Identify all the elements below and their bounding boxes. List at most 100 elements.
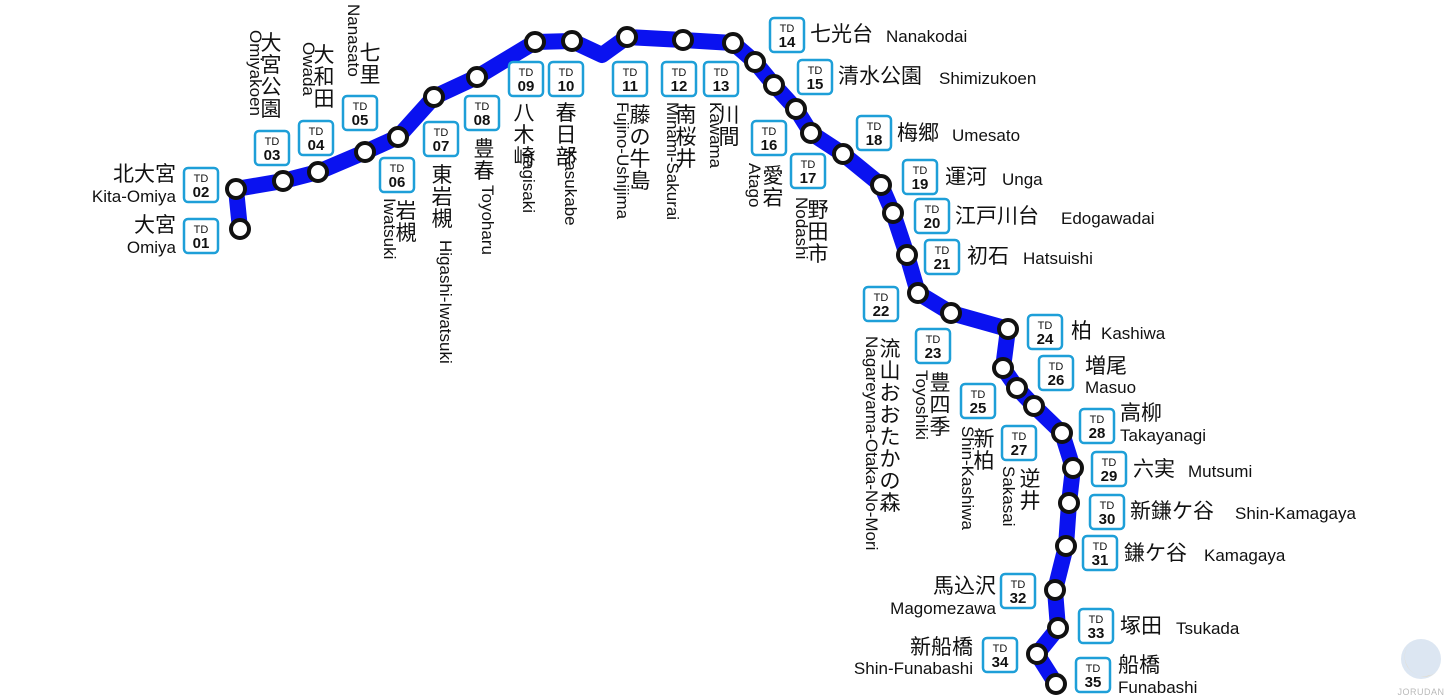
station-badge-number: 10 [558, 78, 575, 95]
station-badge-code: TD [265, 136, 280, 148]
station-name-jp: 大宮公園 [261, 31, 282, 121]
station-badge-box [855, 114, 893, 152]
station-badge-box [901, 158, 939, 196]
station-badge-code: TD [475, 101, 490, 113]
station-dot-11[interactable] [616, 26, 638, 48]
station-badge-code: TD [672, 67, 687, 79]
station-dot-17[interactable] [800, 122, 822, 144]
station-dot-26[interactable] [1006, 377, 1028, 399]
station-dot-18[interactable] [832, 143, 854, 165]
station-name-jp: 逆井 [1020, 467, 1041, 513]
station-badge-code: TD [194, 224, 209, 236]
station-dot-25[interactable] [992, 357, 1014, 379]
station-badge-box [297, 119, 335, 157]
station-badge-code: TD [623, 67, 638, 79]
station-dot-32[interactable] [1044, 579, 1066, 601]
station-dot-27[interactable] [1023, 395, 1045, 417]
station-name-en: Magomezawa [890, 599, 996, 618]
station-badge-number: 33 [1088, 625, 1105, 642]
station-dot-07[interactable] [423, 86, 445, 108]
station-badge-number: 21 [934, 256, 951, 273]
station-name-jp: 豊四季 [930, 371, 951, 439]
station-name-en: Nodashi [792, 197, 811, 259]
station-dot-28[interactable] [1051, 422, 1073, 444]
station-dot-33[interactable] [1047, 617, 1069, 639]
station-badge-box [999, 572, 1037, 610]
station-dot-05[interactable] [354, 141, 376, 163]
station-badge-number: 13 [713, 78, 730, 95]
station-dot-24[interactable] [997, 318, 1019, 340]
station-badge-box [660, 60, 698, 98]
station-dot-08[interactable] [466, 66, 488, 88]
station-dot-01[interactable] [229, 218, 251, 240]
station-name-jp: 大和田 [314, 43, 335, 111]
station-dot-19[interactable] [870, 174, 892, 196]
station-name-en: Higashi-Iwatsuki [436, 240, 455, 364]
station-dot-16[interactable] [785, 98, 807, 120]
station-dot-06[interactable] [387, 126, 409, 148]
station-badge-box [1000, 424, 1038, 462]
station-badge-number: 15 [807, 76, 824, 93]
station-name-en: Atago [745, 163, 764, 207]
station-name-en: Yagisaki [519, 150, 538, 213]
station-dot-15[interactable] [763, 74, 785, 96]
station-badge-number: 35 [1085, 674, 1102, 691]
station-dot-31[interactable] [1055, 535, 1077, 557]
station-badge-code: TD [434, 127, 449, 139]
station-dot-02[interactable] [225, 178, 247, 200]
station-name-jp: 清水公園 [838, 64, 922, 88]
station-badge-number: 23 [925, 345, 942, 362]
station-name-en: Toyoharu [478, 185, 497, 255]
station-dot-20[interactable] [882, 202, 904, 224]
station-name-jp: 初石 [967, 244, 1009, 268]
station-dot-13[interactable] [722, 32, 744, 54]
station-badge-code: TD [971, 389, 986, 401]
station-badge-box [702, 60, 740, 98]
station-badge-number: 11 [622, 78, 638, 95]
station-name-en: Unga [1002, 170, 1043, 189]
station-dot-35[interactable] [1045, 673, 1067, 695]
station-badge-number: 26 [1048, 372, 1065, 389]
station-badge-code: TD [390, 163, 405, 175]
station-dot-12[interactable] [672, 29, 694, 51]
station-dot-03[interactable] [272, 170, 294, 192]
station-badge-number: 17 [800, 170, 817, 187]
station-dot-14[interactable] [744, 51, 766, 73]
station-badge-code: TD [808, 65, 823, 77]
station-dot-30[interactable] [1058, 492, 1080, 514]
station-dot-21[interactable] [896, 244, 918, 266]
station-dot-09[interactable] [524, 31, 546, 53]
station-dot-04[interactable] [307, 161, 329, 183]
station-badge-number: 22 [873, 303, 890, 320]
station-dot-10[interactable] [561, 30, 583, 52]
station-dot-34[interactable] [1026, 643, 1048, 665]
station-badge-box [1074, 656, 1112, 694]
station-name-jp: 鎌ケ谷 [1124, 541, 1187, 565]
station-dot-22[interactable] [907, 282, 929, 304]
station-dot-23[interactable] [940, 302, 962, 324]
station-badge-number: 14 [779, 34, 796, 51]
station-badge-number: 19 [912, 176, 929, 193]
station-badge-box [1026, 313, 1064, 351]
station-name-jp: 増尾 [1085, 354, 1127, 378]
station-dot-29[interactable] [1062, 457, 1084, 479]
